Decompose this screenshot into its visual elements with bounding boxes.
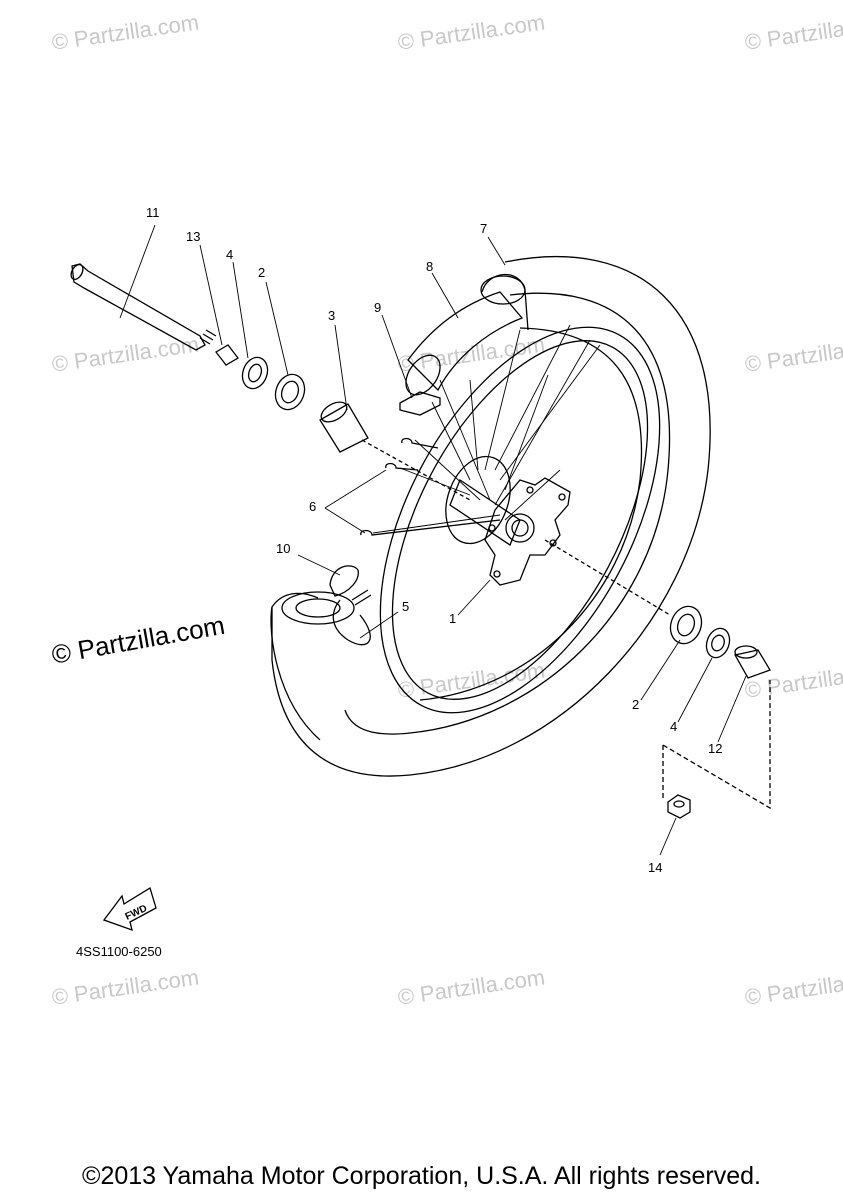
callout-2: 2 xyxy=(632,697,640,712)
callout-7: 7 xyxy=(480,221,488,236)
rim-band xyxy=(407,291,524,392)
callout-4: 4 xyxy=(670,719,678,734)
bolt xyxy=(360,519,501,536)
callout-1: 1 xyxy=(449,611,457,626)
tire-tread-line xyxy=(419,327,643,701)
callout-11: 11 xyxy=(146,205,160,220)
tube-opening xyxy=(281,591,355,625)
callout-3: 3 xyxy=(328,308,336,323)
callout-6: 6 xyxy=(309,499,317,514)
bearing xyxy=(274,373,306,411)
bearing xyxy=(669,605,703,645)
oil-seal xyxy=(241,356,269,390)
spacer xyxy=(319,403,369,453)
rim-lock xyxy=(399,391,441,416)
callout-5: 5 xyxy=(402,599,410,614)
fwd-label: FWD xyxy=(124,903,149,923)
axle xyxy=(71,263,206,351)
footer-copyright: ©2013 Yamaha Motor Corporation, U.S.A. A… xyxy=(82,1162,761,1190)
bolt xyxy=(401,437,439,449)
fwd-arrow-icon xyxy=(102,887,157,932)
callout-8: 8 xyxy=(426,259,434,274)
valve-cap xyxy=(329,565,359,597)
callout-12: 12 xyxy=(708,741,723,756)
diagram-code: 4SS1100-6250 xyxy=(76,944,162,959)
callout-2: 2 xyxy=(258,265,266,280)
tube-section xyxy=(270,599,371,741)
axle-nut xyxy=(667,794,691,819)
rim-inner xyxy=(391,340,649,700)
bolt xyxy=(385,462,419,471)
callout-14: 14 xyxy=(648,860,663,875)
hub-body xyxy=(449,479,521,546)
callout-9: 9 xyxy=(374,300,382,315)
collar xyxy=(215,344,239,366)
tire-outline xyxy=(271,255,711,777)
collar xyxy=(734,649,771,679)
rim xyxy=(379,326,661,714)
callout-13: 13 xyxy=(186,229,201,244)
callout-10: 10 xyxy=(276,541,291,556)
callout-4: 4 xyxy=(226,247,234,262)
tire-inner-edge xyxy=(344,292,671,735)
oil-seal xyxy=(705,627,731,659)
